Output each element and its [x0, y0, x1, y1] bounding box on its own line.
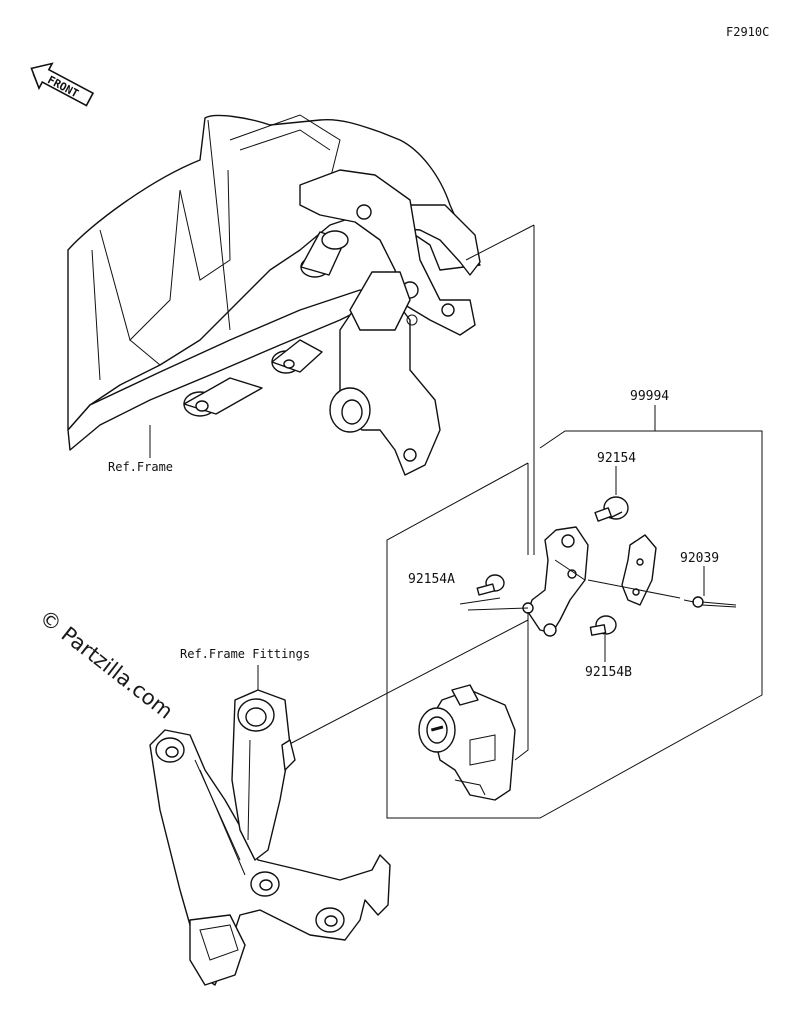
bolt-92154 — [594, 496, 629, 522]
part-number-92154a: 92154A — [408, 572, 455, 587]
pin-92039 — [683, 596, 737, 608]
figure-code: F2910C — [726, 25, 769, 39]
part-number-92154: 92154 — [597, 451, 636, 466]
ref-frame-fittings-label: Ref.Frame Fittings — [180, 647, 310, 661]
lock-housing — [418, 684, 516, 801]
ref-frame-label: Ref.Frame — [108, 460, 173, 474]
part-number-92154b: 92154B — [585, 665, 632, 680]
part-number-92039: 92039 — [680, 551, 719, 566]
watermark: © Partzilla.com — [35, 605, 177, 724]
bolt-92154a — [476, 574, 505, 596]
pin-leader — [587, 579, 681, 599]
fittings-leader — [281, 619, 529, 749]
frame-boss — [271, 339, 323, 374]
part-number-kit: 99994 — [630, 389, 669, 404]
frame-boss — [183, 377, 263, 417]
kit-outline — [386, 224, 763, 819]
hinge-plate — [621, 534, 657, 606]
bolt-92154b — [589, 615, 617, 636]
frame-fittings-illustration — [149, 689, 391, 986]
frame-boss — [300, 230, 349, 278]
mounting-bracket — [522, 526, 589, 637]
frame-illustration — [67, 114, 481, 476]
bracket-leader — [514, 612, 529, 761]
front-arrow-icon: FRONT — [30, 62, 95, 107]
